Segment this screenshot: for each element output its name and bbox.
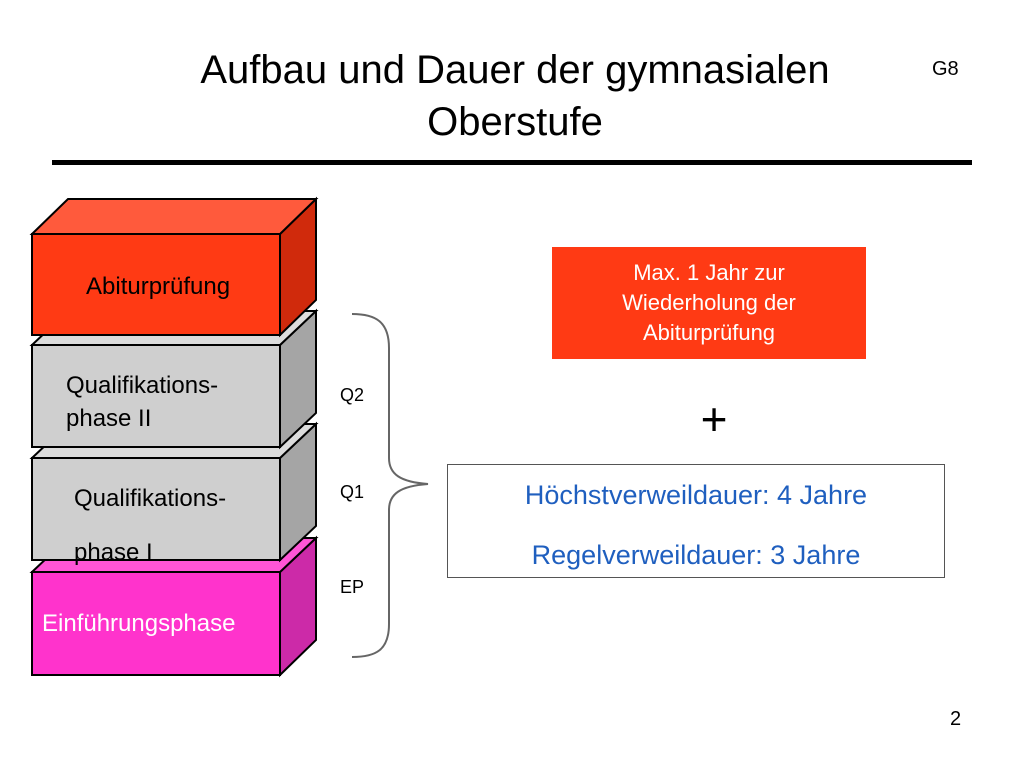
block-abiturpruefung (29, 196, 319, 338)
block-label-abiturpruefung-line-1: Abiturprüfung (86, 273, 231, 300)
block-qualifikationsphase-1-face (31, 457, 281, 561)
block-einfuehrungsphase-face (31, 571, 281, 676)
block-label-abiturpruefung: Abiturprüfung (86, 270, 230, 303)
block-label-q1-line-1: Qualifikations- (74, 485, 227, 512)
page-number: 2 (950, 708, 962, 730)
duration-box: Höchstverweildauer: 4 Jahre Regelverweil… (447, 464, 945, 578)
block-label-einfuehrungsphase: Einführungsphase (42, 607, 235, 640)
block-label-qualifikationsphase-2: Qualifikations- phase II (66, 369, 218, 435)
max-duration-text: Höchstverweildauer: 4 Jahre (524, 480, 868, 510)
retake-line-2: Wiederholung der (622, 290, 796, 315)
title-rule (52, 160, 972, 165)
curly-brace (351, 313, 429, 658)
phase-tag-q1: Q1 (340, 482, 365, 502)
slide-title-line-1: Aufbau und Dauer der gymnasialen (200, 48, 830, 92)
phase-tag-ep: EP (340, 577, 365, 597)
block-qualifikationsphase-1 (29, 421, 319, 563)
retake-line-3: Abiturprüfung (642, 320, 776, 345)
block-label-q1-line-2: phase I (74, 539, 153, 566)
regular-duration-text: Regelverweildauer: 3 Jahre (531, 540, 861, 570)
block-label-q2-line-1: Qualifikations- (66, 372, 219, 399)
phase-stack-diagram (29, 196, 429, 678)
retake-info-box: Max. 1 Jahr zur Wiederholung der Abiturp… (552, 247, 866, 359)
slide-title-line-2: Oberstufe (427, 100, 603, 144)
block-label-q2-line-2: phase II (66, 405, 152, 432)
block-abiturpruefung-top (29, 198, 319, 235)
g8-tag: G8 (932, 58, 959, 80)
slide-title: Aufbau und Dauer der gymnasialen Oberstu… (100, 44, 930, 148)
block-abiturpruefung-face (31, 233, 281, 336)
block-qualifikationsphase-2-face (31, 344, 281, 448)
plus-sign: + (700, 393, 728, 445)
retake-line-1: Max. 1 Jahr zur (633, 260, 785, 285)
block-label-ep-line-1: Einführungsphase (42, 610, 236, 637)
phase-tag-q2: Q2 (340, 385, 365, 405)
block-label-qualifikationsphase-1: Qualifikations- phase I (74, 472, 226, 580)
